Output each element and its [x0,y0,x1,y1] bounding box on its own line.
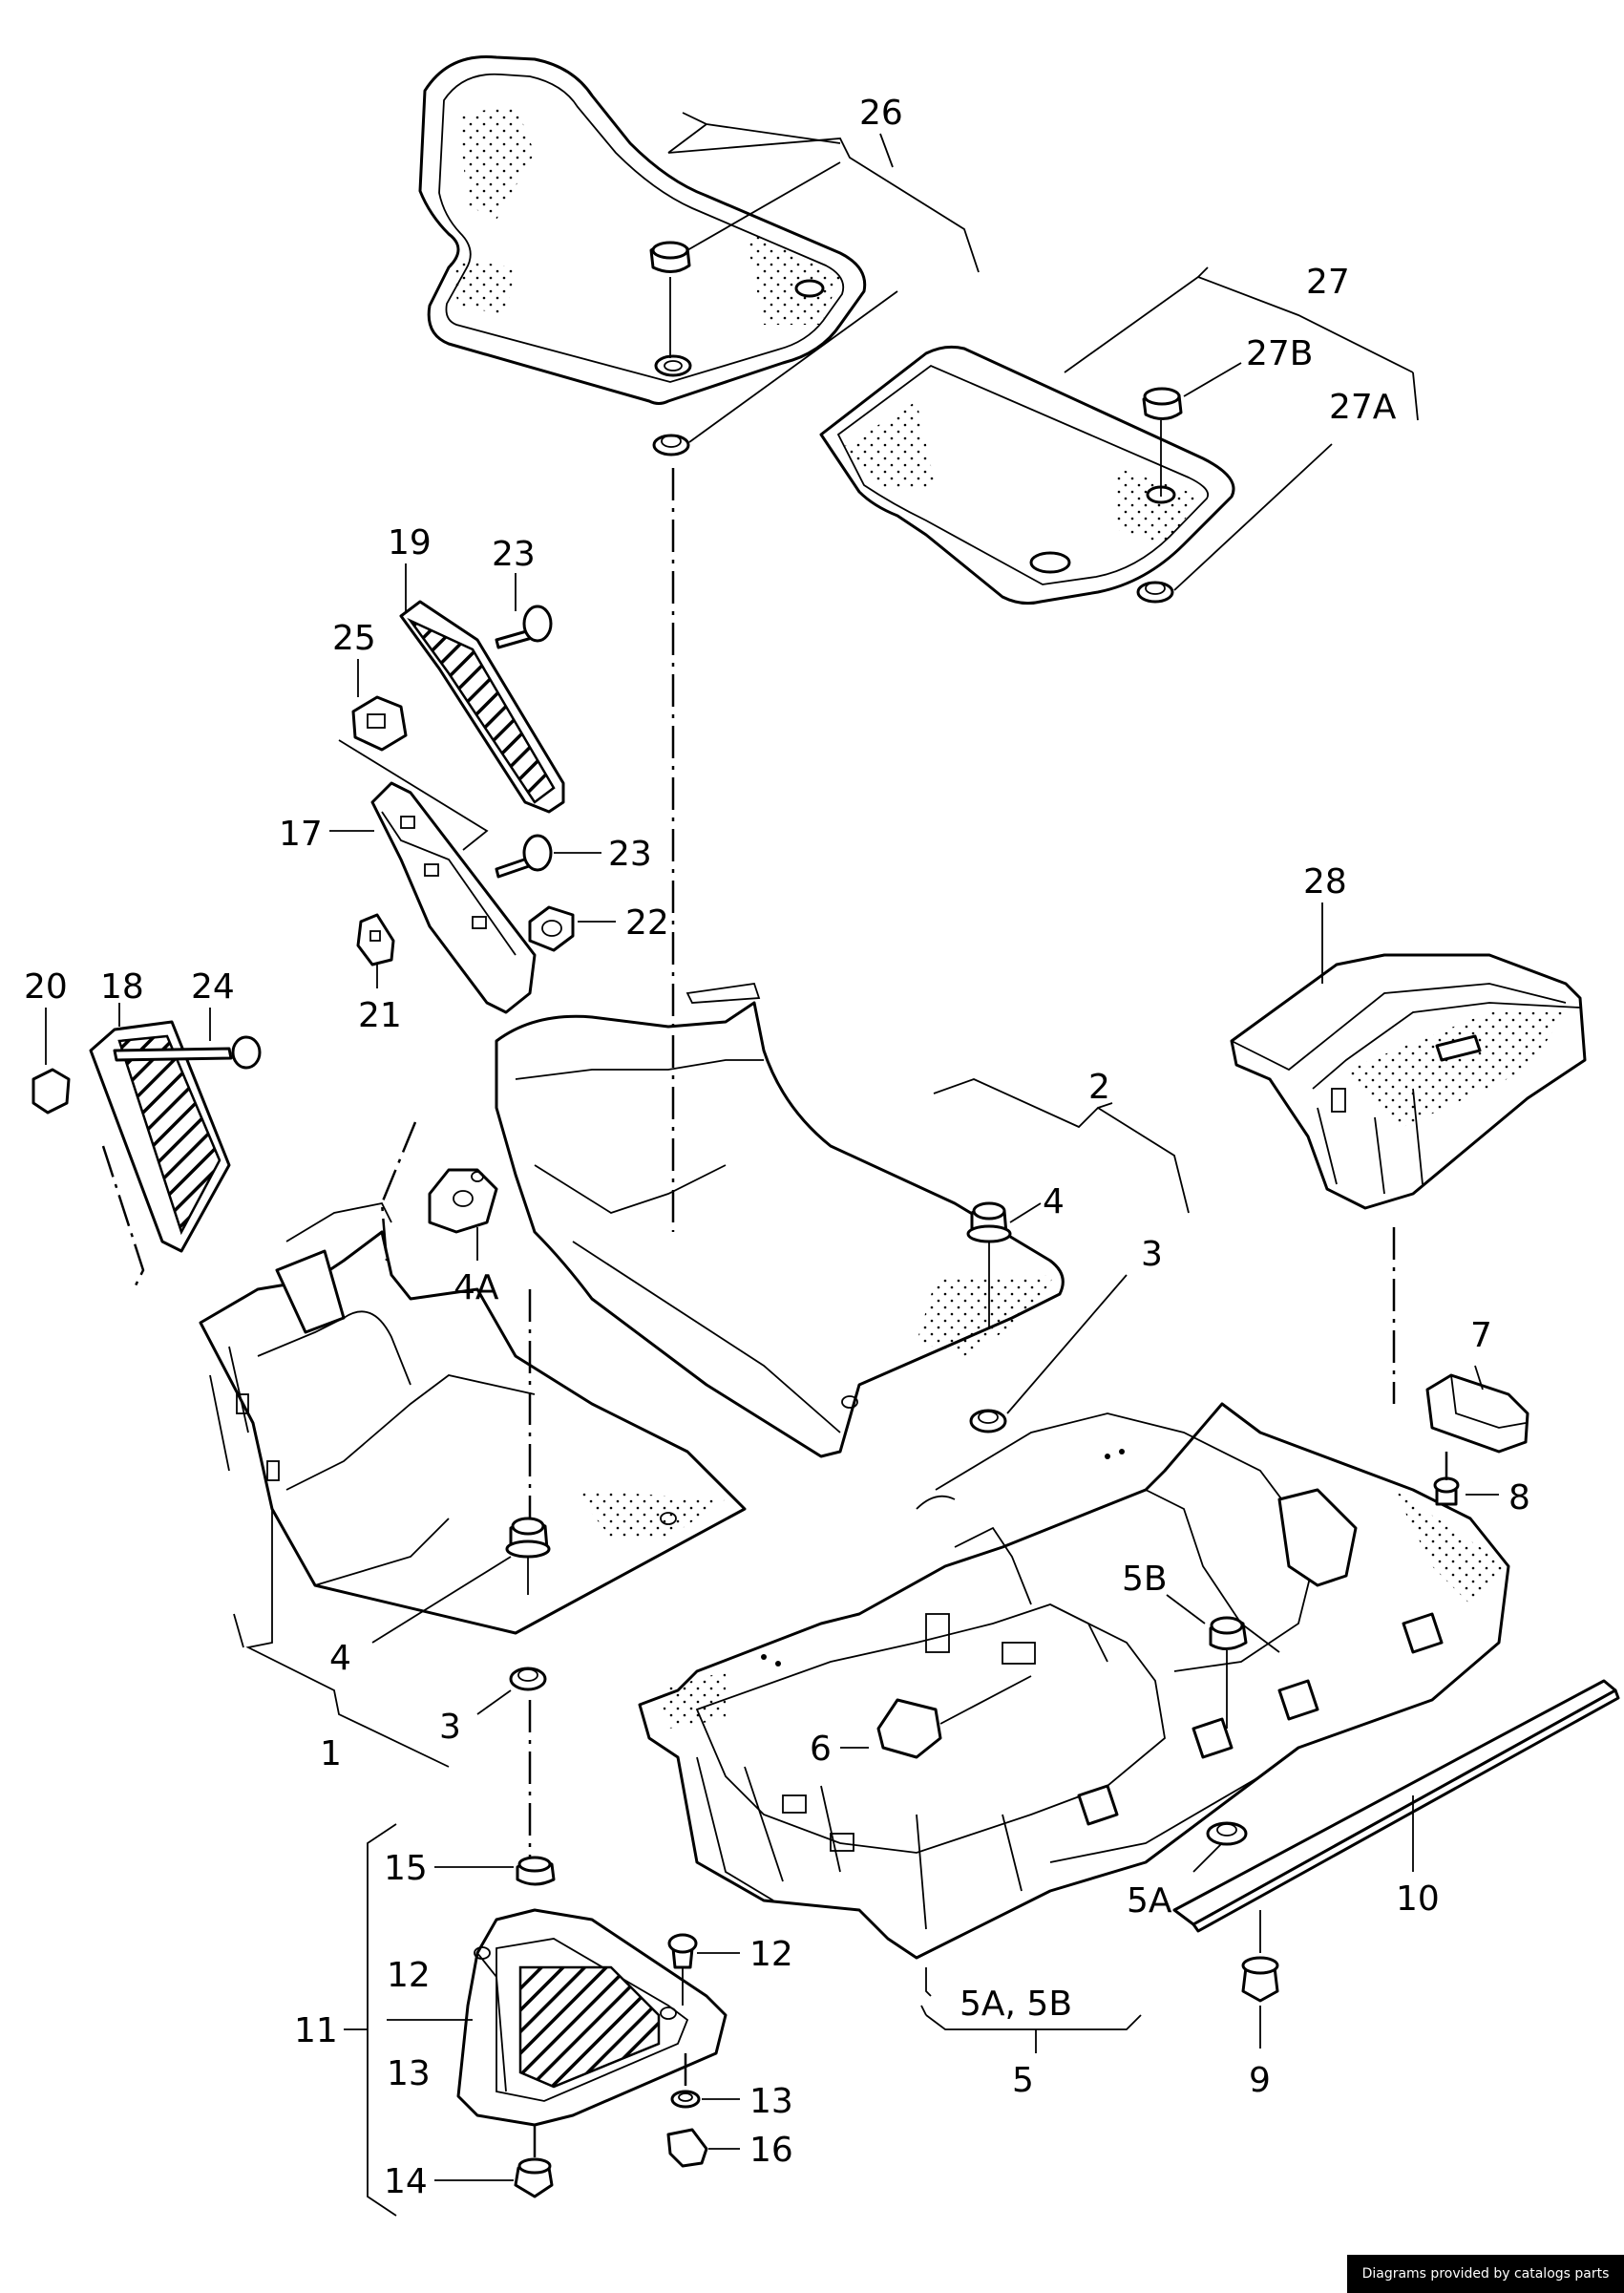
mat-fastener-upper-27B[interactable] [1142,387,1183,420]
nut-14[interactable] [514,2157,554,2198]
tray-5[interactable] [638,1402,1510,1960]
fastener-4-rear[interactable] [505,1517,551,1559]
mat-fastener-upper-26[interactable] [649,241,691,273]
label-15: 15 [384,1849,428,1888]
floor-mat-rear[interactable] [819,345,1235,605]
label-27A: 27A [1329,388,1397,427]
cover-11[interactable] [456,1908,728,2127]
label-5A-5B: 5A, 5B [960,1985,1072,2024]
washer-13[interactable] [670,2090,701,2109]
label-24: 24 [191,967,235,1007]
label-4-front: 4 [1043,1182,1065,1221]
label-18: 18 [100,967,144,1007]
hook-7[interactable] [1425,1373,1529,1454]
trim-panel-18[interactable] [89,1020,231,1253]
screw-24[interactable] [113,1035,262,1070]
clip-6[interactable] [876,1698,942,1759]
label-7: 7 [1470,1316,1492,1355]
clip-25[interactable] [351,695,408,752]
mat-fastener-lower-26[interactable] [652,434,690,456]
fastener-3-front[interactable] [969,1409,1007,1433]
clip-15[interactable] [516,1856,556,1886]
label-3-front: 3 [1141,1235,1163,1274]
label-3-rear: 3 [439,1708,461,1747]
bracket-17[interactable] [370,781,537,1014]
label-5A: 5A [1127,1881,1172,1921]
label-16: 16 [749,2131,793,2170]
fastener-5A[interactable] [1206,1821,1248,1846]
bracket-4A[interactable] [428,1168,498,1234]
label-5: 5 [1012,2061,1034,2100]
label-27: 27 [1306,263,1350,302]
sill-strip-10[interactable] [1172,1679,1620,1933]
label-9: 9 [1249,2061,1271,2100]
label-21: 21 [358,996,402,1035]
label-20: 20 [24,967,68,1007]
nut-22[interactable] [528,905,575,952]
label-10: 10 [1396,1879,1440,1919]
label-14: 14 [384,2162,428,2201]
label-5B: 5B [1122,1560,1168,1599]
screw-9[interactable] [1241,1956,1279,2003]
floor-mat-front[interactable] [418,54,867,405]
label-23-lower: 23 [608,835,652,874]
mat-fastener-lower-27A[interactable] [1136,581,1174,604]
label-28: 28 [1303,862,1347,902]
label-26: 26 [859,94,903,133]
label-6: 6 [810,1730,832,1769]
label-13-right: 13 [749,2082,793,2121]
fastener-5B[interactable] [1209,1616,1248,1650]
label-17: 17 [279,815,323,854]
label-4-rear: 4 [329,1639,351,1678]
trim-panel-19[interactable] [399,600,565,814]
fastener-4-front[interactable] [966,1201,1012,1243]
label-25: 25 [332,619,376,658]
clip-21[interactable] [356,913,395,966]
screw-12[interactable] [667,1933,698,2006]
carpet-front-2[interactable] [495,983,1065,1458]
screw-23-lower[interactable] [495,834,553,879]
label-13-left: 13 [387,2054,431,2093]
screw-8[interactable] [1433,1476,1460,1506]
label-27B: 27B [1246,334,1314,373]
fastener-3-rear[interactable] [509,1667,547,1691]
label-22: 22 [625,903,669,943]
clip-16[interactable] [666,2128,708,2168]
label-1: 1 [320,1734,342,1773]
storage-box-28[interactable] [1230,953,1587,1210]
label-12-right: 12 [749,1935,793,1974]
label-19: 19 [388,523,432,563]
label-4A: 4A [453,1268,499,1307]
label-12-left: 12 [387,1956,431,1995]
label-11: 11 [294,2011,338,2050]
label-2: 2 [1088,1068,1110,1107]
carpet-rear-1[interactable] [199,1201,747,1635]
screw-23-upper[interactable] [495,605,553,649]
footer-credit: Diagrams provided by catalogs parts [1347,2255,1624,2293]
label-8: 8 [1508,1478,1530,1518]
label-23-upper: 23 [492,535,536,574]
clip-20[interactable] [32,1068,71,1115]
